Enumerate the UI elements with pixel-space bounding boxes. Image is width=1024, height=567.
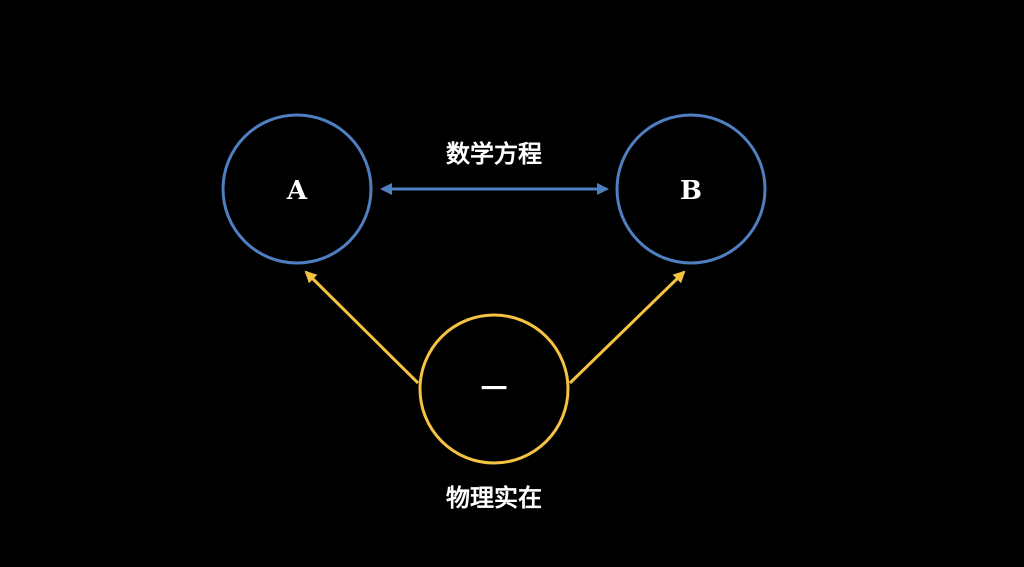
node-b-label: B [680, 176, 702, 206]
node-one-label: 一 [481, 375, 507, 405]
node-one-circle [418, 313, 570, 465]
node-a: A [221, 113, 373, 265]
edge-a-b-label: 数学方程 [446, 140, 542, 168]
caption-label: 物理实在 [446, 484, 542, 512]
node-b-circle [615, 113, 767, 265]
node-b: B [615, 113, 767, 265]
node-one: 一 [418, 313, 570, 465]
edge-one-b-arrow [568, 270, 686, 385]
edge-one-a-arrow [304, 270, 420, 385]
node-a-circle [221, 113, 373, 265]
node-a-label: A [286, 176, 308, 206]
